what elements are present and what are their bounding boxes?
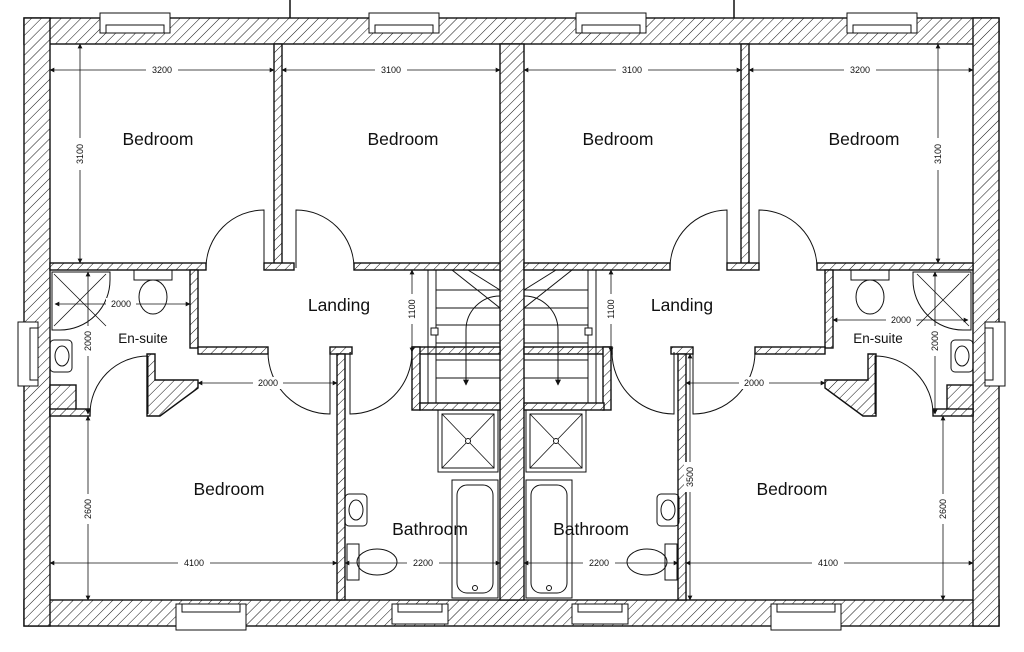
room-label-landing-left: Landing xyxy=(308,295,370,315)
dim-bathroom-right-height: 3500 xyxy=(685,467,695,487)
external-walls xyxy=(23,17,1000,627)
dim-top-right-width: 3200 xyxy=(850,65,870,75)
room-label-bathroom-right: Bathroom xyxy=(553,519,629,539)
dim-landing-left-height: 1100 xyxy=(407,299,417,318)
dim-ensuite-right-height: 2000 xyxy=(930,331,940,351)
windows xyxy=(17,0,1006,631)
dim-top-left-height: 3100 xyxy=(75,144,85,164)
dim-ensuite-right-width: 2000 xyxy=(891,315,911,325)
room-label-bedroom-3: Bedroom xyxy=(582,129,653,149)
room-labels: Bedroom Bedroom Bedroom Bedroom Landing … xyxy=(118,129,903,539)
room-label-bedroom-2: Bedroom xyxy=(367,129,438,149)
room-label-bathroom-left: Bathroom xyxy=(392,519,468,539)
dim-ensuite-left-height: 2000 xyxy=(83,331,93,351)
dim-top-mid-right-width: 3100 xyxy=(622,65,642,75)
stairs-left xyxy=(427,269,501,404)
dim-bottom-right-width: 4100 xyxy=(818,558,838,568)
room-label-landing-right: Landing xyxy=(651,295,713,315)
dim-bottom-left-width: 4100 xyxy=(184,558,204,568)
room-label-bedroom-5: Bedroom xyxy=(193,479,264,499)
dim-top-left-width: 3200 xyxy=(152,65,172,75)
dim-bathroom-right-width: 2200 xyxy=(589,558,609,568)
dim-landing-right-width: 2000 xyxy=(744,378,764,388)
dim-bathroom-left-width: 2200 xyxy=(413,558,433,568)
shower-trays xyxy=(51,271,972,473)
room-label-ensuite-left: En-suite xyxy=(118,331,168,346)
room-label-bedroom-4: Bedroom xyxy=(828,129,899,149)
dim-top-mid-left-width: 3100 xyxy=(381,65,401,75)
doors xyxy=(89,209,934,415)
basins xyxy=(49,339,974,527)
dimension-labels: 3200 3100 3100 3200 3100 3100 2000 2000 … xyxy=(74,64,949,569)
room-label-ensuite-right: En-suite xyxy=(853,331,903,346)
dim-bottom-left-height: 2600 xyxy=(83,499,93,519)
dim-landing-left-width: 2000 xyxy=(258,378,278,388)
dim-landing-right-height: 1100 xyxy=(606,299,616,318)
dim-top-right-height: 3100 xyxy=(933,144,943,164)
baths xyxy=(451,479,573,599)
room-label-bedroom-1: Bedroom xyxy=(122,129,193,149)
dim-ensuite-left-width: 2000 xyxy=(111,299,131,309)
stairs-right xyxy=(523,269,597,404)
room-label-bedroom-6: Bedroom xyxy=(756,479,827,499)
dim-bottom-right-height: 2600 xyxy=(938,499,948,519)
